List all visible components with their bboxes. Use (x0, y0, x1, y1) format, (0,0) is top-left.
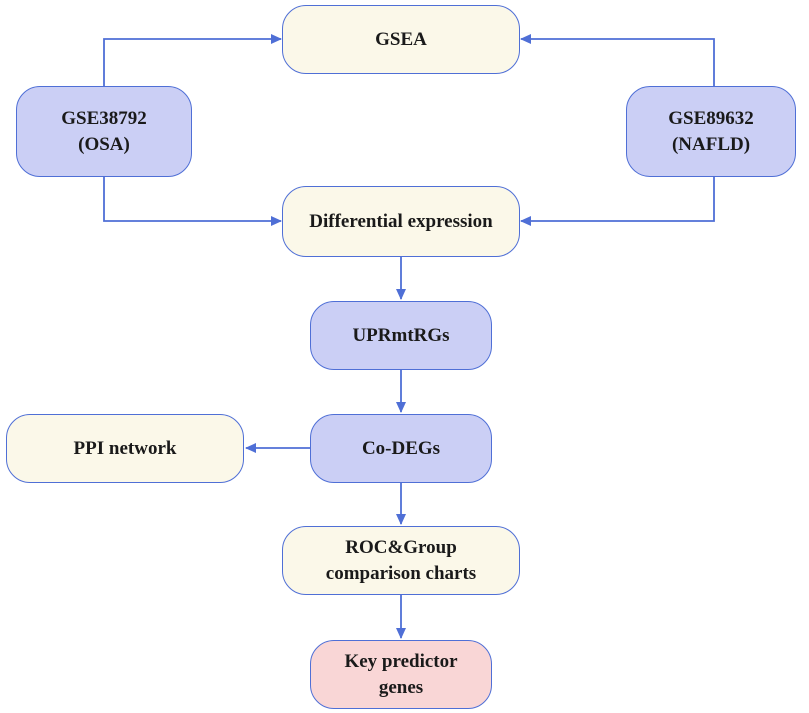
node-gsea: GSEA (282, 5, 520, 74)
arrow-gse38792-to-gsea (103, 34, 282, 86)
node-key-predictor-genes-label-line1: Key predictor (344, 650, 458, 672)
arrow-gse89632-to-differential-expression (520, 177, 715, 226)
node-uprmtrgs: UPRmtRGs (310, 301, 492, 370)
node-gse38792: GSE38792 (OSA) (16, 86, 192, 177)
node-differential-expression: Differential expression (282, 186, 520, 257)
node-differential-expression-label: Differential expression (309, 210, 493, 232)
node-uprmtrgs-label: UPRmtRGs (352, 324, 450, 346)
node-gsea-label: GSEA (375, 28, 427, 50)
node-roc-group-label-line2: comparison charts (325, 562, 477, 584)
arrow-gse89632-to-gsea (520, 34, 715, 86)
node-roc-group-label-line1: ROC&Group (345, 536, 457, 558)
node-key-predictor-genes-label-line2: genes (378, 676, 424, 698)
node-ppi-network: PPI network (6, 414, 244, 483)
node-key-predictor-genes: Key predictor genes (310, 640, 492, 709)
node-co-degs: Co-DEGs (310, 414, 492, 483)
node-gse38792-label-line1: GSE38792 (61, 107, 147, 129)
node-gse89632-label-line1: GSE89632 (668, 107, 754, 129)
node-gse38792-label-line2: (OSA) (78, 133, 130, 155)
arrow-gse38792-to-differential-expression (103, 177, 282, 226)
node-ppi-network-label: PPI network (73, 437, 177, 459)
node-gse89632-label-line2: (NAFLD) (671, 133, 751, 155)
node-roc-group: ROC&Group comparison charts (282, 526, 520, 595)
node-gse89632: GSE89632 (NAFLD) (626, 86, 796, 177)
node-co-degs-label: Co-DEGs (361, 437, 441, 459)
